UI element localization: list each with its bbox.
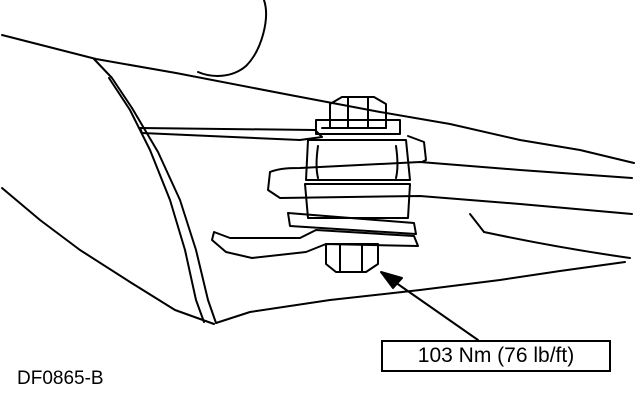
callout-arrow bbox=[380, 271, 479, 341]
lower-nut bbox=[325, 243, 379, 273]
lower-plate bbox=[211, 212, 419, 259]
top-stud-nut bbox=[315, 96, 401, 135]
bushing bbox=[304, 139, 411, 219]
upper-bracket bbox=[139, 127, 427, 163]
torque-callout: 103 Nm (76 lb/ft) bbox=[381, 340, 611, 372]
body-panel bbox=[1, 0, 635, 325]
lower-control-arm bbox=[267, 161, 633, 233]
figure-reference-code: DF0865-B bbox=[17, 368, 104, 389]
